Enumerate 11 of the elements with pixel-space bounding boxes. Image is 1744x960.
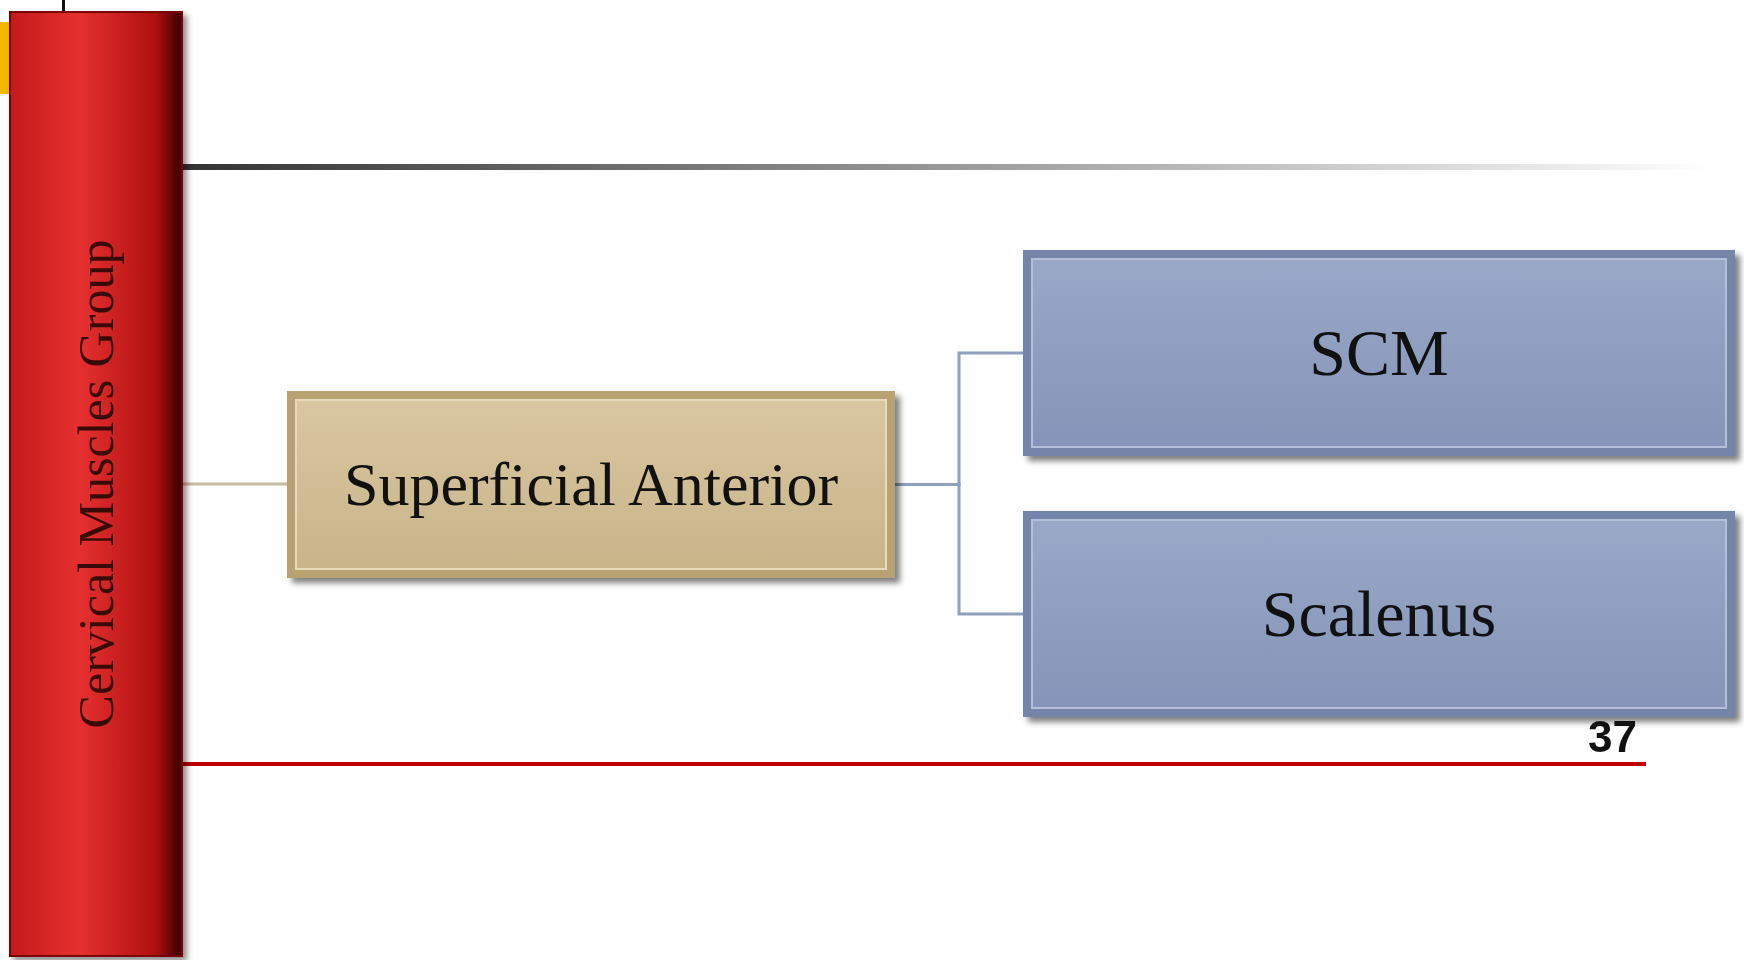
- node-label: SCM: [1309, 315, 1449, 391]
- connector-line: [895, 483, 1023, 616]
- category-box: [1023, 250, 1735, 456]
- node-label: Cervical Muscles Group: [67, 239, 125, 729]
- node-label: Scalenus: [1261, 576, 1497, 652]
- category-box: [287, 391, 895, 578]
- page-number: 37: [1588, 712, 1637, 762]
- category-box: [1023, 511, 1735, 717]
- node-label: Superficial Anterior: [343, 449, 839, 520]
- category-bar: [9, 11, 183, 957]
- connector-line: [183, 482, 287, 486]
